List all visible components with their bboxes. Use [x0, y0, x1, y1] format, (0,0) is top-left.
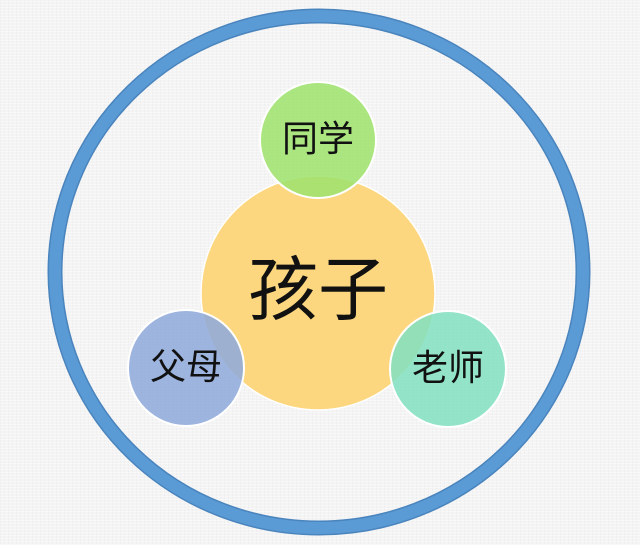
- satellite-label-classmates: 同学: [281, 119, 355, 160]
- outer-ring: [49, 10, 589, 534]
- center-label-child: 孩子: [248, 249, 388, 331]
- satellite-label-teachers: 老师: [411, 348, 485, 389]
- satellite-circle-parents: [127, 309, 245, 427]
- satellite-label-parents: 父母: [149, 347, 223, 388]
- satellite-circle-classmates: [259, 81, 377, 199]
- satellite-circle-teachers: [389, 310, 507, 428]
